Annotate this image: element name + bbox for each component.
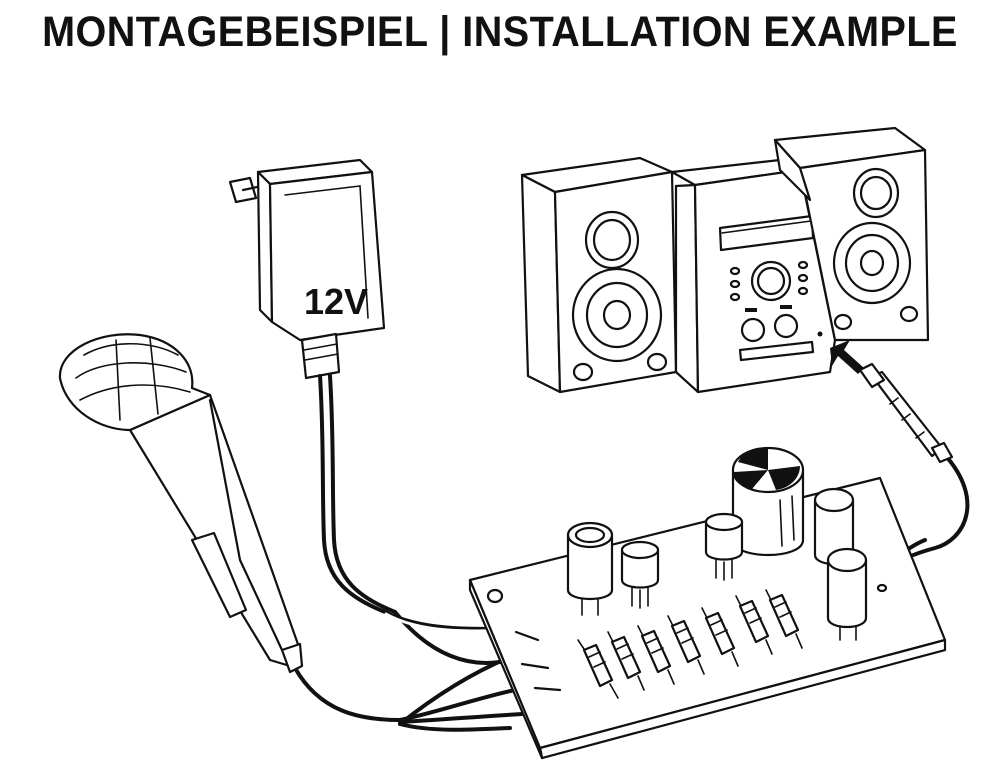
capacitor-1 — [566, 521, 614, 616]
input-arrow — [830, 340, 864, 374]
center-unit — [670, 158, 837, 394]
left-speaker — [520, 156, 678, 394]
microphone — [58, 333, 304, 674]
resistor-6 — [735, 595, 773, 655]
resistor-2 — [607, 631, 645, 691]
stereo-system — [520, 126, 930, 394]
page-title: MONTAGEBEISPIEL | INSTALLATION EXAMPLE — [42, 8, 958, 56]
capacitor-3 — [826, 547, 868, 641]
large-capacitor — [731, 446, 805, 556]
resistor-7 — [765, 589, 803, 649]
resistor-5 — [701, 607, 739, 667]
power-adapter: 12V — [228, 158, 386, 380]
resistor-3 — [637, 625, 675, 685]
resistor-1 — [577, 639, 619, 699]
resistor-4 — [667, 615, 705, 675]
transistor-1 — [620, 540, 660, 609]
transistor-2 — [704, 512, 744, 581]
right-speaker — [773, 126, 930, 342]
circuit-board — [468, 446, 947, 760]
voltage-label: 12V — [304, 281, 368, 322]
